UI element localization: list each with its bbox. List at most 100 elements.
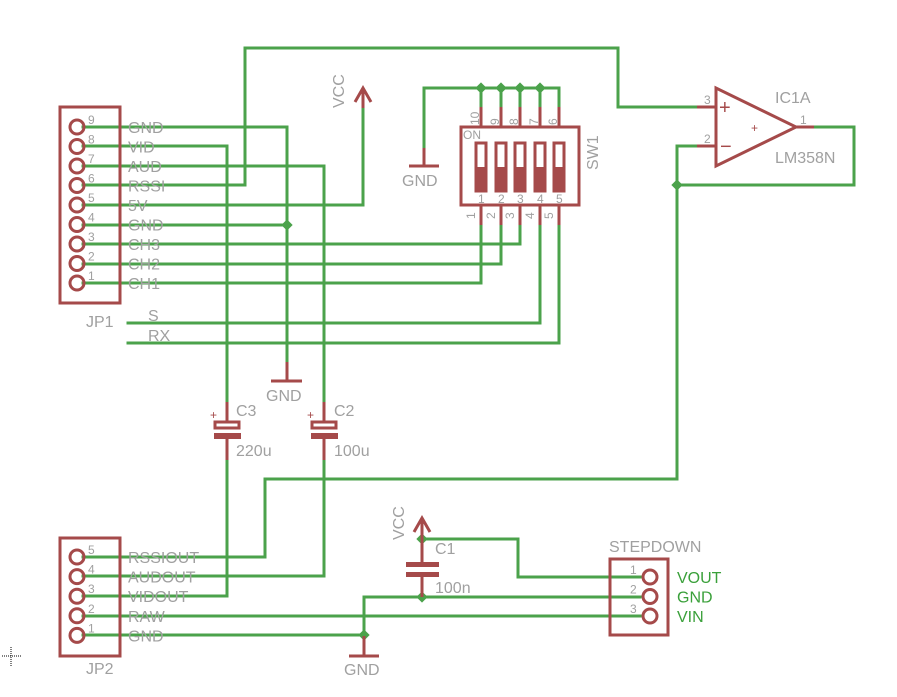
vcc-symbol-c1[interactable]: VCC (391, 506, 432, 540)
pin-label: VIDOUT (128, 589, 189, 606)
vcc-top-label: VCC (331, 74, 348, 108)
stepdown-name: STEPDOWN (609, 539, 701, 556)
wire-5v[interactable] (81, 103, 365, 207)
sw-top-pin-number: 10 (468, 111, 482, 125)
dip-switch-position[interactable]: 4 7 4 (523, 107, 547, 225)
pin-number: 3 (88, 582, 95, 596)
pin-number: 3 (630, 602, 637, 616)
pin-pad-icon (68, 196, 86, 214)
sw-top-pin-number: 7 (527, 118, 541, 125)
vcc-symbol-top[interactable]: VCC (331, 74, 373, 108)
capacitor-c1[interactable]: C1 100n (406, 539, 471, 597)
switch-number: 4 (537, 192, 544, 206)
pin-pad-icon (68, 118, 86, 136)
wire-vid[interactable] (81, 144, 229, 404)
gnd-symbol-sw[interactable]: GND (402, 148, 439, 190)
wire-rssiout[interactable] (81, 183, 679, 559)
wire-rx[interactable] (126, 223, 561, 345)
wire-ch3[interactable] (81, 223, 522, 246)
dip-switch-position[interactable]: 292 (484, 107, 508, 225)
pin-number: 3 (88, 230, 95, 244)
gnd-sw-label: GND (402, 173, 438, 190)
gnd-mid-label: GND (266, 388, 302, 405)
gnd-symbol-mid[interactable]: GND (266, 362, 302, 405)
sw-bottom-pin-number: 5 (542, 212, 556, 219)
wire-vidout[interactable] (81, 450, 229, 598)
wire-ch2[interactable] (81, 223, 503, 266)
junction-dot (514, 82, 526, 94)
pin-number: 2 (88, 250, 95, 264)
pin-number: 2 (630, 583, 637, 597)
capacitor-c3[interactable]: + C3 220u (210, 402, 272, 460)
opamp-plus-symbol: + (719, 97, 731, 119)
sw-bottom-pin-number: 4 (523, 212, 537, 219)
c2-polarity: + (307, 408, 314, 422)
sw-bottom-pin-number: 3 (503, 212, 517, 219)
pin-pad-icon (68, 587, 86, 605)
pin-pad-icon (641, 568, 659, 586)
pin-pad-icon (641, 588, 659, 605)
dip-switch-position[interactable]: 565 (542, 107, 566, 225)
opamp-pin-out-num: 1 (800, 113, 807, 127)
opamp-minus-symbol: − (720, 136, 732, 158)
opamp-ic1a[interactable]: 3 2 1 + − + IC1A LM358N (697, 85, 835, 169)
jp2-body (58, 536, 122, 658)
jp2-name: JP2 (86, 661, 114, 678)
jp1-body (58, 105, 122, 305)
switch-knob (515, 167, 525, 191)
c3-polarity: + (210, 408, 217, 422)
switch-knob (496, 167, 506, 191)
wire-jp1-gnd9[interactable] (81, 125, 289, 227)
wire-s[interactable] (126, 223, 542, 325)
pin-number: 5 (88, 191, 95, 205)
wire-jp2-gnd[interactable] (81, 633, 366, 657)
pin-number: 1 (88, 269, 95, 283)
switch-number: 1 (478, 192, 485, 206)
opamp-body (714, 85, 800, 169)
wire-ch1[interactable] (81, 223, 483, 285)
wire-vout[interactable] (420, 537, 642, 579)
pin-number: 4 (88, 563, 95, 577)
sw-top-pin-number: 8 (507, 118, 521, 125)
wire-audout[interactable] (81, 450, 326, 578)
gnd-symbol-bottom[interactable]: GND (344, 636, 380, 679)
pin-pad-icon (68, 177, 86, 194)
wire-sw-gnd[interactable] (422, 86, 561, 150)
junction-dot (495, 82, 507, 94)
wire-stepdown-gnd[interactable] (362, 595, 642, 637)
net-label: GND (677, 590, 713, 607)
sw-top-pin-number: 9 (488, 118, 502, 125)
dip-switch-position[interactable]: 383 (503, 107, 527, 225)
wire-opamp-feedback[interactable] (675, 125, 856, 187)
junction-dot (534, 82, 546, 94)
capacitor-c2[interactable]: + C2 100u (307, 402, 370, 460)
sw-top-pin-number: 6 (546, 118, 560, 125)
sw-bottom-pin-number: 2 (484, 212, 498, 219)
wire-rssi[interactable] (81, 46, 702, 187)
ic1a-value: LM358N (775, 150, 835, 167)
opamp-pin-plus-num: 3 (704, 93, 711, 107)
pin-number: 6 (88, 172, 95, 186)
